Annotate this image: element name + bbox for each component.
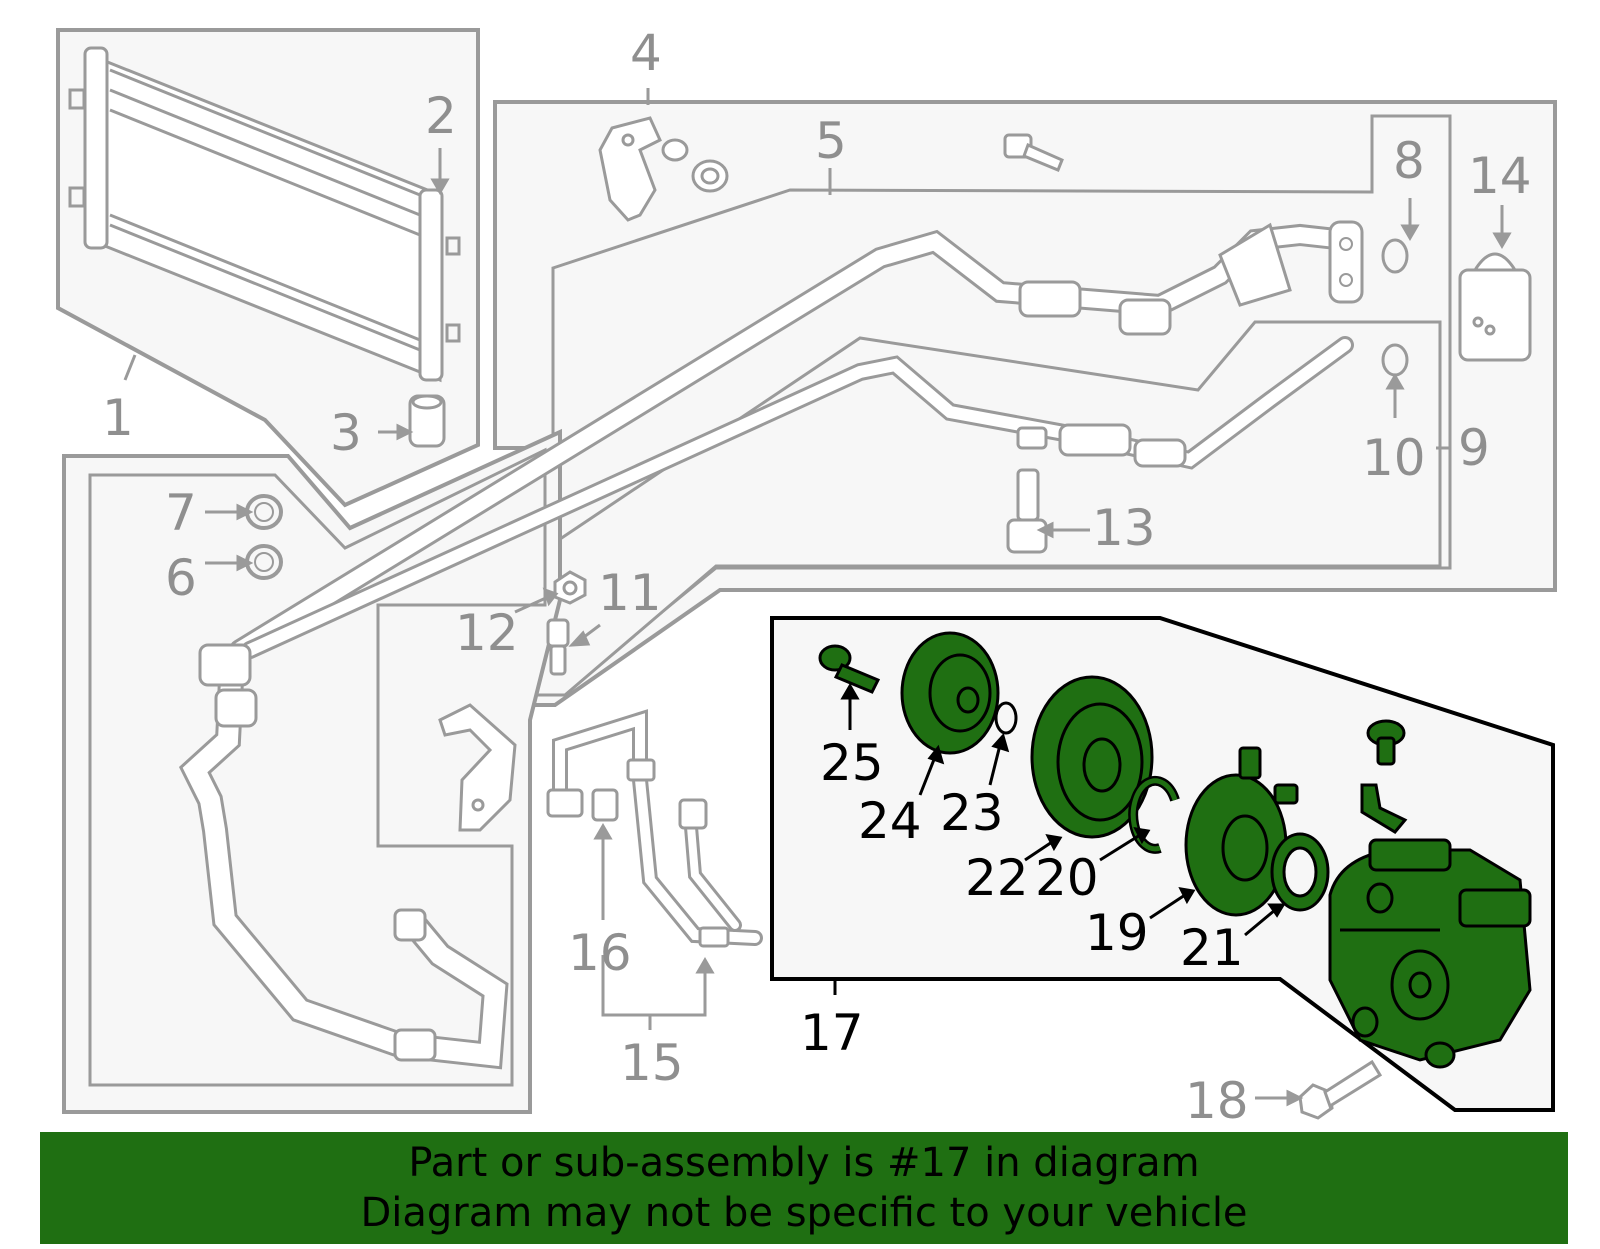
condenser [68,46,461,383]
valve-part-11 [546,618,570,676]
callout-18: 18 [1185,1072,1249,1130]
valve-part-13 [1006,468,1048,554]
shim-23 [994,701,1018,735]
leader-lines-gray [123,88,1512,1107]
seal-21 [1270,832,1330,912]
callout-4: 4 [630,24,662,82]
discharge-hose [178,643,509,1070]
leader-lines-black [833,683,1286,995]
compressor-bolt-25 [818,644,881,694]
compressor-body [1328,838,1532,1069]
callout-25: 25 [820,734,884,792]
oring-part-8 [1381,238,1409,274]
callout-14: 14 [1468,147,1532,205]
callout-23: 23 [940,784,1004,842]
callout-21: 21 [1180,919,1244,977]
callout-22: 22 [965,849,1029,907]
callout-24: 24 [858,792,922,850]
callout-16: 16 [568,924,632,982]
callout-17: 17 [800,1004,864,1062]
bolt-part-18 [1298,1059,1383,1120]
nut-part-12 [553,570,587,605]
cap-part-3 [408,394,446,448]
suction-line [229,220,1364,661]
liquid-line [241,336,1354,659]
pulley-22 [1030,675,1154,839]
callout-2: 2 [425,87,457,145]
bracket-part-4 [598,116,729,222]
expansion-valve [1458,252,1532,362]
clutch-plate-24 [900,631,1000,755]
snap-ring-20 [1128,775,1180,854]
callout-12: 12 [455,604,519,662]
bracket-compressor [1360,783,1408,834]
bracket-center [438,703,517,832]
callout-15: 15 [620,1034,684,1092]
callout-5: 5 [815,112,847,170]
callout-20: 20 [1035,849,1099,907]
banner-line-1: Part or sub-assembly is #17 in diagram [408,1140,1200,1186]
mount-pin [1366,719,1406,766]
callout-19: 19 [1085,904,1149,962]
callout-6: 6 [165,549,197,607]
info-banner: Part or sub-assembly is #17 in diagram D… [40,1132,1568,1244]
callout-7: 7 [165,484,197,542]
banner-line-2: Diagram may not be specific to your vehi… [360,1190,1248,1236]
callout-labels: 1 2 3 4 5 6 7 8 9 10 11 12 13 14 15 16 1… [102,24,1532,1130]
bolt-top [1003,133,1064,172]
callout-9: 9 [1458,419,1490,477]
callout-1: 1 [102,389,134,447]
field-coil-19 [1184,746,1299,917]
hose-assembly-15 [546,709,763,948]
callout-8: 8 [1393,132,1425,190]
callout-3: 3 [330,404,362,462]
callout-13: 13 [1092,499,1156,557]
callout-11: 11 [598,564,662,622]
callout-10: 10 [1362,429,1426,487]
